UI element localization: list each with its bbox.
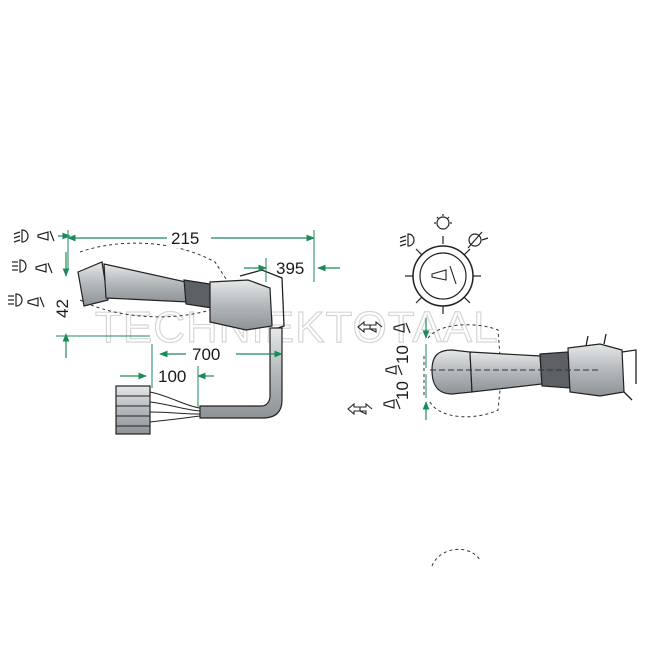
left-switch-housing [209,279,273,331]
high-beam-icon [12,259,27,273]
dimension-215: 215 [67,226,315,282]
dimension-label-215: 215 [171,229,199,248]
switch-dial-icon [405,236,481,314]
horn-icon [383,398,401,410]
flash-beam-icon [8,293,23,307]
right-swing-envelope [423,324,501,418]
right-lower-position [431,548,481,567]
right-lever-shaft [469,351,543,393]
left-lever-knob [77,261,109,307]
dimension-label-700: 700 [192,345,220,364]
dimension-label-100: 100 [158,367,186,386]
horn-icon [35,262,53,274]
horn-icon [393,322,411,334]
watermark: TECHNIEKTOTAAL [95,303,499,352]
horn-icon [385,364,403,376]
double-arrow-icon [357,320,383,334]
dimension-label-10-top: 10 [393,345,412,364]
left-connector [115,385,151,435]
dimension-100: 100 [120,366,214,408]
dimension-10-bottom: 10 [393,374,430,420]
low-beam-icon [399,233,415,247]
double-arrow-icon [347,402,373,416]
wiper-icon [434,214,452,230]
dimension-42: 42 [53,252,150,358]
dimension-label-42: 42 [53,299,72,318]
low-beam-icon [13,229,29,243]
dimension-700: 700 [151,344,283,388]
left-lever-shaft [103,263,189,303]
dimension-label-10-bottom: 10 [393,381,412,400]
washer-icon [467,231,489,249]
right-switch-view: 10 10 [347,214,637,567]
dimension-label-395: 395 [276,259,304,278]
right-terminal-pins [585,333,637,401]
left-swing-envelope [79,242,231,318]
horn-icon [37,230,55,242]
left-cable [199,327,283,419]
right-lever-knob [431,349,473,395]
horn-icon [27,296,45,308]
left-rubber-boot [183,279,213,309]
dimension-395: 395 [244,258,340,282]
left-switch-view: 215 395 42 700 100 [8,226,340,435]
dimension-10-top: 10 [393,318,430,368]
left-housing-bracket [239,269,285,331]
left-wires [149,391,201,423]
